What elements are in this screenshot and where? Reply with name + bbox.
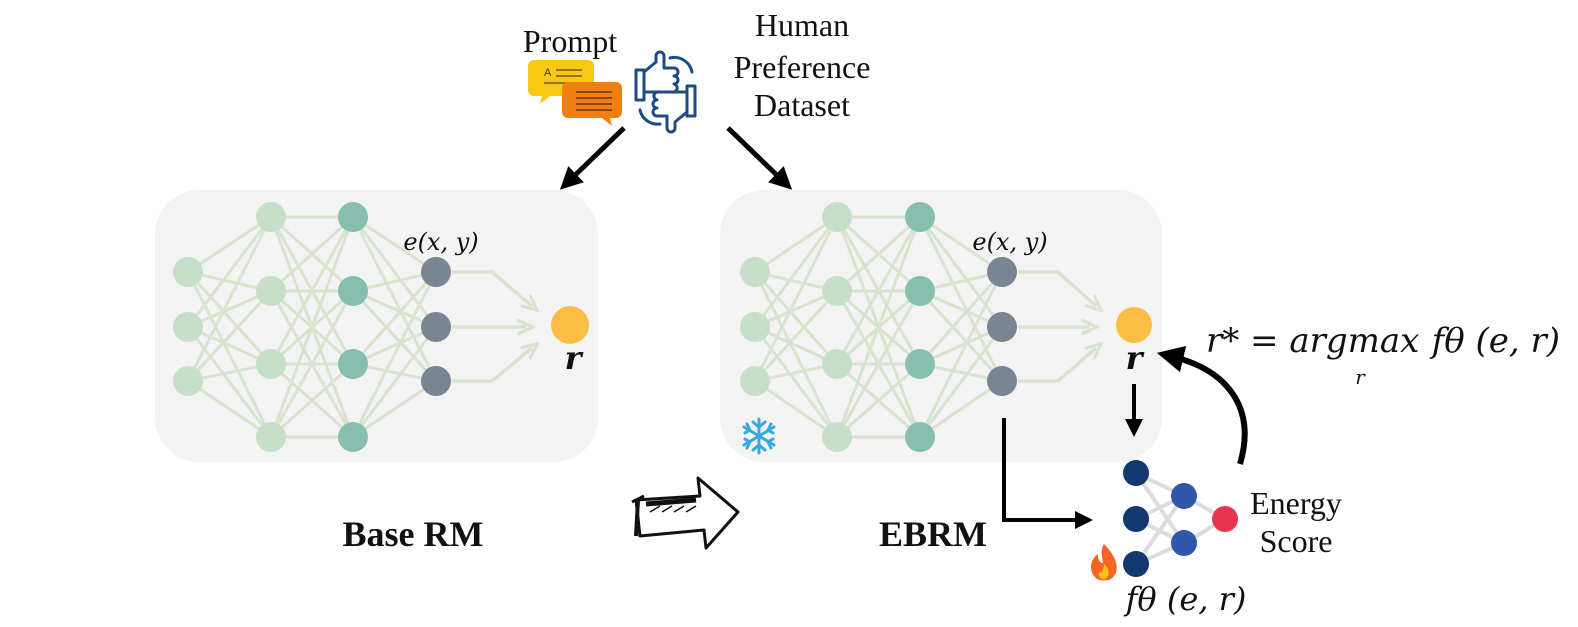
svg-text:Score: Score (1260, 523, 1333, 559)
reward-node (1116, 307, 1152, 343)
hidden-node (256, 349, 286, 379)
fire-icon (1091, 544, 1117, 581)
input-node (740, 257, 770, 287)
reward-node (551, 306, 589, 344)
ebrm-panel: e(x, y) r (720, 190, 1162, 462)
svg-text:fθ (e, r): fθ (e, r) (1429, 321, 1560, 361)
prompt-label: Prompt (523, 23, 617, 59)
base-rm-title: Base RM (343, 514, 484, 554)
input-node (173, 312, 203, 342)
embedding-node (987, 366, 1017, 396)
embedding-to-energy-arrow (1002, 418, 1093, 529)
hidden-node (256, 276, 286, 306)
energy-function-label: fθ (e, r) (1124, 580, 1247, 618)
argmax-feedback-arrow (1156, 345, 1248, 465)
thumbs-up-down-icon (634, 50, 697, 134)
embedding-node (987, 257, 1017, 287)
hidden-node (338, 349, 368, 379)
ebrm-title: EBRM (879, 514, 987, 554)
speech-bubbles-icon: A (528, 60, 622, 126)
argmax-equation: r* = argmax fθ (e, r) r (1206, 321, 1560, 389)
input-node (173, 366, 203, 396)
hand-drawn-arrow-icon (631, 476, 740, 550)
embedding-node (421, 257, 451, 287)
svg-text:Energy: Energy (1250, 485, 1342, 521)
input-node (173, 257, 203, 287)
hidden-node (905, 276, 935, 306)
hidden-node (256, 422, 286, 452)
base-rm-output-arrows (452, 270, 532, 383)
energy-output-node (1212, 506, 1238, 532)
svg-text:Preference: Preference (734, 49, 871, 85)
energy-hidden-node (1171, 530, 1197, 556)
svg-text:r* = argmax: r* = argmax (1206, 321, 1419, 361)
energy-hidden-node (1171, 483, 1197, 509)
energy-input-node (1123, 551, 1149, 577)
hidden-node (338, 202, 368, 232)
input-node (740, 366, 770, 396)
hidden-node (338, 422, 368, 452)
base-rm-panel: e(x, y) r (155, 190, 598, 462)
embedding-label: e(x, y) (403, 228, 478, 256)
embedding-node (421, 312, 451, 342)
hidden-node (905, 422, 935, 452)
hidden-node (822, 349, 852, 379)
base-rm-nodes (173, 202, 589, 452)
hidden-node (822, 202, 852, 232)
svg-text:A: A (544, 67, 552, 79)
hidden-node (905, 349, 935, 379)
base-rm-edges (186, 215, 438, 439)
svg-text:Human: Human (755, 7, 849, 43)
hidden-node (905, 202, 935, 232)
hidden-node (822, 276, 852, 306)
embedding-node (987, 312, 1017, 342)
reward-label: r (1126, 339, 1145, 377)
ebrm-output-arrows (1018, 270, 1096, 383)
input-node (740, 312, 770, 342)
hidden-node (338, 276, 368, 306)
dataset-label: Human Preference Dataset (734, 7, 871, 123)
reward-label: r (565, 339, 584, 377)
ebrm-nodes (740, 202, 1152, 452)
snowflake-icon (742, 417, 776, 455)
hidden-node (256, 202, 286, 232)
embedding-node (421, 366, 451, 396)
energy-input-node (1123, 460, 1149, 486)
energy-network (1123, 460, 1238, 577)
embedding-label: e(x, y) (972, 228, 1047, 256)
arrow-to-ebrm (726, 126, 793, 190)
prompt-group: Prompt A (523, 23, 622, 126)
svg-text:r: r (1355, 365, 1366, 389)
svg-text:Dataset: Dataset (754, 87, 850, 123)
energy-input-node (1123, 506, 1149, 532)
hidden-node (822, 422, 852, 452)
arrow-to-base-rm (559, 126, 626, 190)
energy-score-label: Energy Score (1250, 485, 1342, 559)
